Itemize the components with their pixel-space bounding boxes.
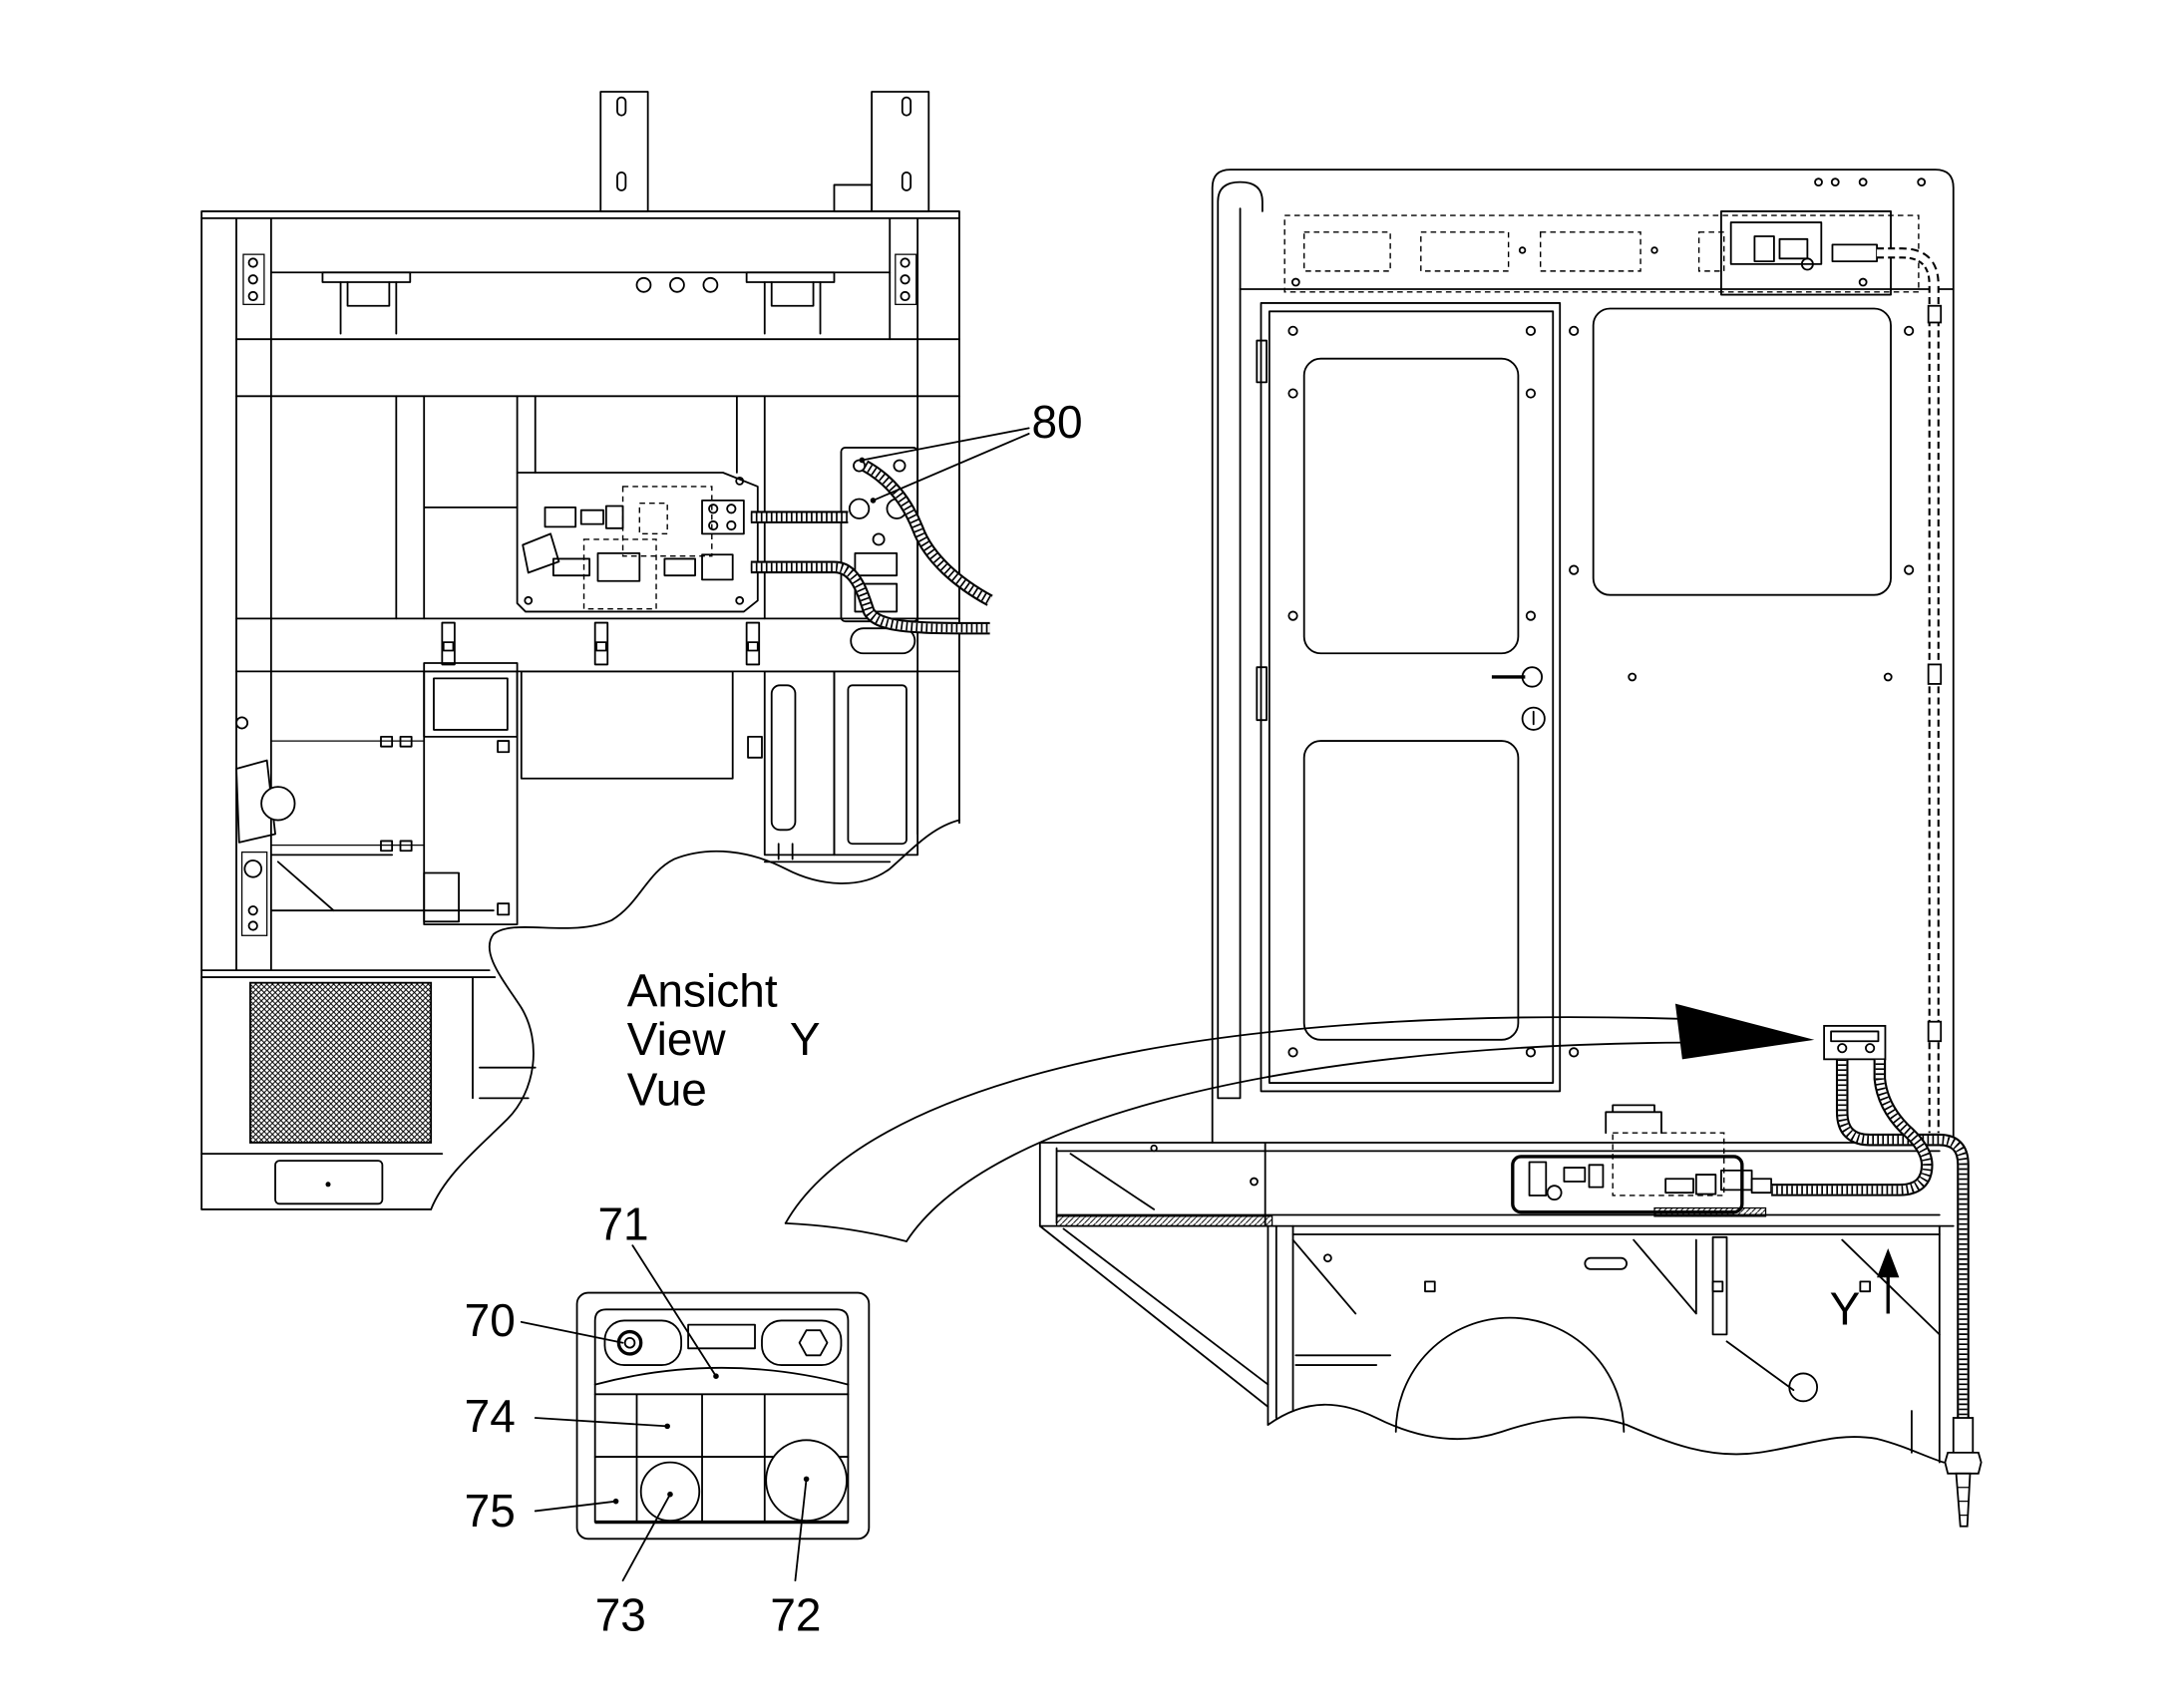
detail-outer-frame [575, 1291, 871, 1540]
callout-71: 71 [597, 1198, 648, 1250]
callout-72: 72 [770, 1588, 821, 1640]
lower-left-box [423, 662, 519, 926]
roof-dots [1814, 177, 1927, 187]
door-handle [1491, 666, 1543, 688]
cabinet-outline [1211, 169, 1955, 1144]
clamp-left [321, 271, 412, 335]
drain-tube-left [1217, 180, 1264, 1100]
detail-inner-panel [593, 1308, 850, 1524]
callout-80-dot-2 [870, 498, 877, 504]
callout-80-leaders [861, 427, 1030, 502]
lower-frame [1038, 1224, 1941, 1464]
view-direction-arrow-head [1877, 1247, 1900, 1278]
callout-80-dot-1 [859, 457, 866, 464]
post-holes-right [895, 253, 917, 305]
cabinet-door [1256, 302, 1562, 1093]
hose-lower [750, 560, 990, 635]
door-lock [1521, 706, 1546, 731]
view-caption-fr: Vue [627, 1063, 707, 1115]
arrow-head [1674, 1003, 1815, 1060]
break-line-left [430, 819, 960, 1210]
view-reference-arrow [784, 1003, 1815, 1242]
base-hatch-strip [1055, 1215, 1273, 1227]
break-line-right [1267, 1403, 1945, 1464]
hose-to-outlet [1835, 1059, 1970, 1419]
frame-side-view: 80 [200, 91, 1083, 1210]
pipe-end [235, 716, 296, 844]
door-hinge-lower [1256, 666, 1268, 722]
valve-unit [1511, 1104, 1773, 1214]
side-brackets [270, 735, 425, 853]
middle-beam [235, 338, 960, 398]
frame-outline [200, 210, 960, 1210]
bottom-left-post [240, 851, 394, 936]
lower-right-panels [747, 670, 919, 863]
detail-arch-band [593, 1366, 850, 1386]
detail-leaders [520, 1244, 810, 1582]
callout-80: 80 [1031, 396, 1082, 448]
view-caption-en: View [627, 1013, 727, 1065]
hose-to-valve-unit [1771, 1059, 1934, 1196]
hose-outlet [861, 460, 993, 606]
connector-slot-right [761, 1319, 843, 1366]
roof-hose-hidden [1877, 247, 1940, 1134]
door-hinge-upper [1256, 339, 1268, 384]
side-panel-window [1592, 307, 1892, 596]
side-clips [1927, 304, 1943, 1043]
top-bracket-right [833, 91, 930, 212]
callout-70: 70 [465, 1294, 516, 1346]
valve-block [516, 472, 759, 613]
hose-connection-box [1823, 1024, 1887, 1061]
connector-slot-middle [687, 1323, 756, 1350]
beam-brackets [441, 621, 761, 666]
bottom-beam [200, 909, 537, 1100]
center-panel [520, 670, 734, 780]
panel-screws [1287, 325, 1915, 1058]
ventilation-grille [249, 981, 433, 1144]
view-caption: Ansicht View Y Vue [627, 964, 821, 1115]
view-caption-letter: Y [790, 1013, 821, 1065]
outlet-fitting [1944, 1417, 1983, 1528]
view-direction-indicator: Y [1830, 1247, 1900, 1335]
view-caption-de: Ansicht [627, 964, 778, 1016]
callout-75: 75 [465, 1485, 516, 1537]
detail-grid [593, 1393, 850, 1524]
hose-mounting-plate [840, 447, 919, 655]
base-nameplate [274, 1160, 384, 1205]
post-holes-left [242, 253, 265, 305]
detail-view-y: 71 70 74 75 73 72 [465, 1198, 871, 1640]
inner-uprights [395, 395, 766, 620]
beam-holes [635, 276, 719, 293]
door-window-upper [1302, 357, 1520, 655]
callout-73: 73 [595, 1588, 646, 1640]
wheel-arch [1394, 1316, 1626, 1433]
clamp-right [745, 271, 836, 335]
base-strip [200, 1153, 444, 1210]
callout-74: 74 [465, 1390, 516, 1442]
roof-valve-box [1720, 210, 1892, 296]
cabinet-front-view: Y [1038, 169, 1983, 1528]
door-window-lower [1302, 740, 1520, 1041]
view-direction-label: Y [1830, 1283, 1861, 1335]
top-bracket-left [599, 91, 649, 212]
connector-slot-left [603, 1319, 683, 1366]
roof-control-area [1283, 214, 1920, 293]
